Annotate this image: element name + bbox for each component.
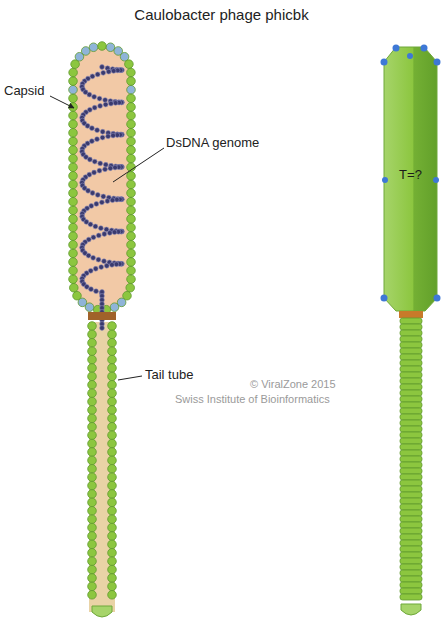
tail-tube <box>400 318 422 600</box>
leader-line <box>118 376 142 380</box>
capsid-surface <box>384 47 437 311</box>
tail-proteins <box>88 322 117 599</box>
triangulation-label: T=? <box>399 168 422 183</box>
tail-tip <box>401 604 421 615</box>
title: Caulobacter phage phicbk <box>0 6 443 23</box>
collar <box>399 311 423 318</box>
capsid-shell <box>73 46 131 310</box>
part-label: Capsid <box>4 84 44 99</box>
collar <box>88 312 116 320</box>
leader-line <box>113 148 164 182</box>
part-label: DsDNA genome <box>166 136 259 151</box>
capsid-vertices <box>381 45 441 302</box>
capsid-proteins <box>69 42 136 314</box>
tail-tip <box>92 606 112 617</box>
credit-note: Swiss Institute of Bioinformatics <box>175 393 330 406</box>
leader-line <box>50 96 74 108</box>
part-label: Tail tube <box>145 368 193 383</box>
dna-genome <box>80 65 125 331</box>
copyright-note: © ViralZone 2015 <box>250 378 336 391</box>
